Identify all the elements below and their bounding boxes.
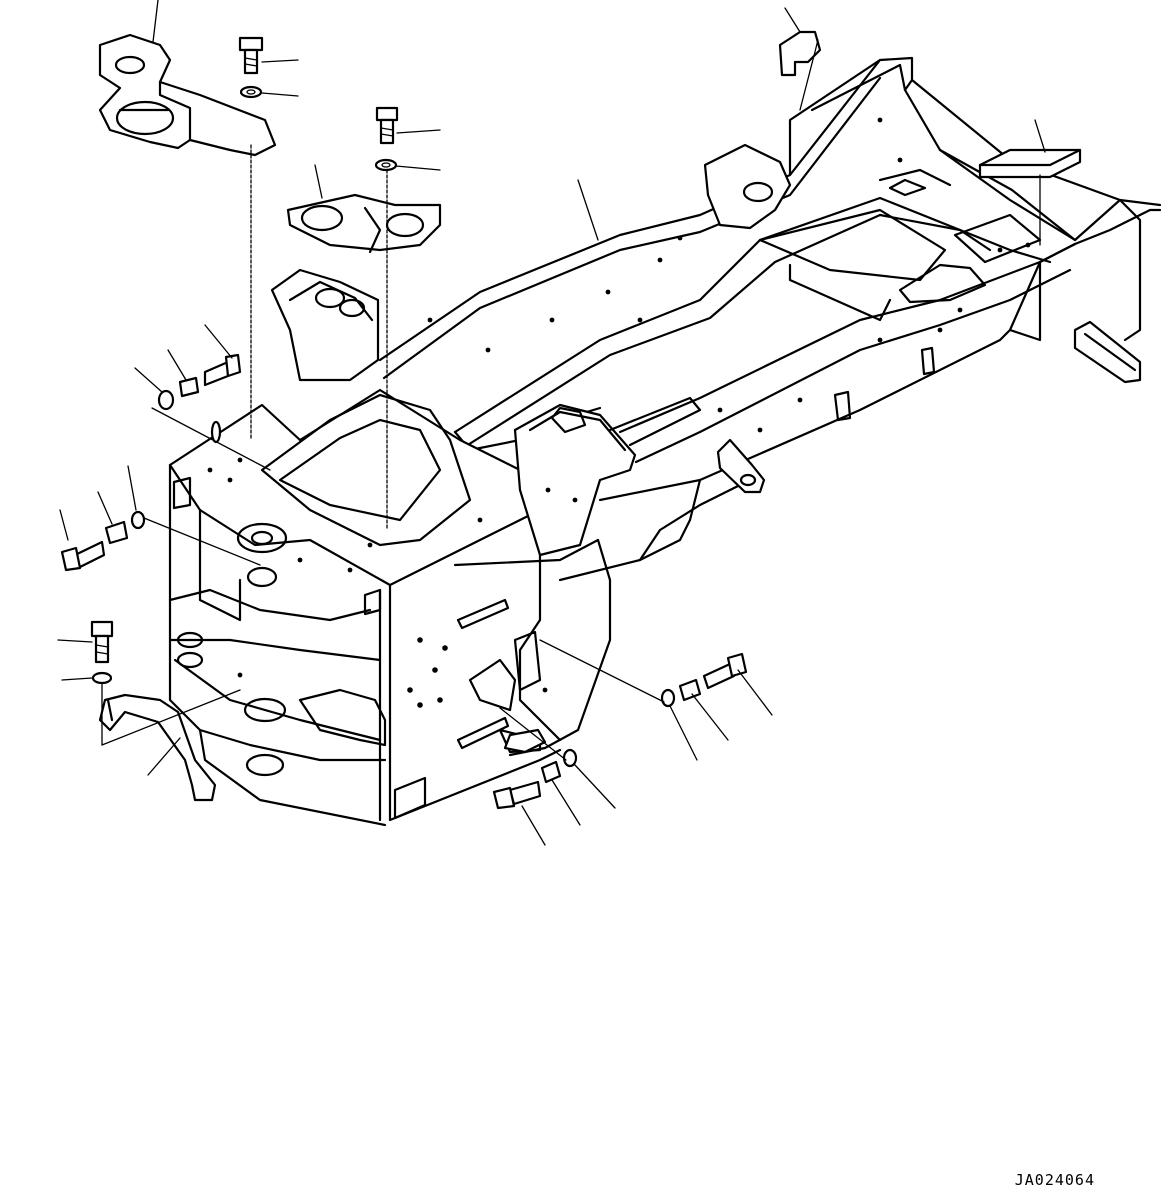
bolt-left-vertical	[90, 620, 114, 685]
upper-left-bracket	[98, 33, 277, 157]
fasteners	[60, 36, 748, 810]
bolt-top-1	[238, 36, 264, 99]
side-hook-bar	[1073, 320, 1142, 384]
frame-brackets	[270, 143, 1042, 557]
drawing-code: JA024064	[1014, 1171, 1095, 1189]
center-mounting-plate	[286, 193, 442, 254]
leader-lines	[57, 0, 1046, 846]
lower-strap-bracket	[98, 693, 217, 802]
bolt-left-upper	[157, 353, 242, 444]
rear-pad-left	[778, 30, 822, 77]
front-frame	[168, 388, 600, 827]
lifting-eye	[716, 438, 766, 494]
bolt-right-lower	[492, 748, 578, 810]
bolt-top-2	[374, 106, 399, 172]
bolt-right-upper	[660, 652, 748, 708]
rear-pad-right	[978, 148, 1082, 179]
bolt-left-lower	[60, 510, 146, 572]
bolt-holes	[207, 117, 1031, 708]
